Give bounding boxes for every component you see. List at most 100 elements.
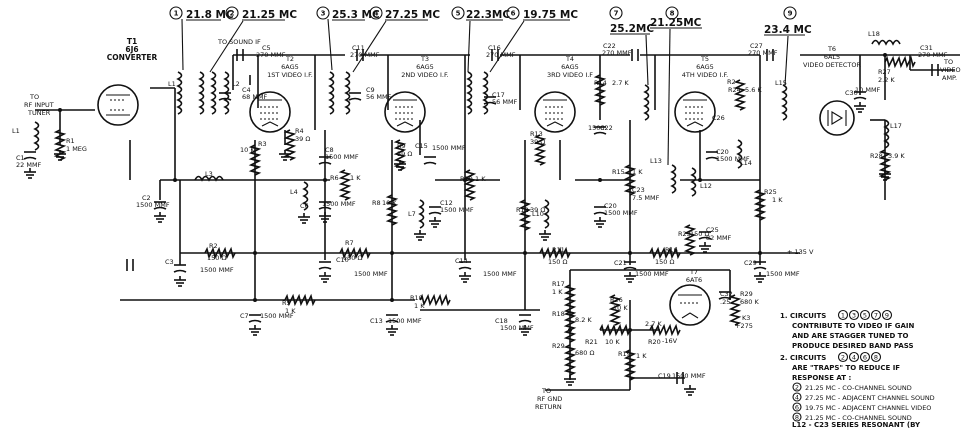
svg-text:21.25MC: 21.25MC	[650, 17, 702, 29]
svg-text:C3: C3	[165, 258, 174, 266]
svg-text:L4: L4	[290, 188, 298, 196]
svg-text:27.25 MC - ADJACENT CHANNEL SO: 27.25 MC - ADJACENT CHANNEL SOUND	[805, 394, 935, 402]
junction-dot	[173, 178, 177, 182]
svg-text:C17: C17	[492, 91, 505, 99]
cap-c17	[483, 96, 497, 105]
ground-r4	[279, 150, 291, 161]
svg-text:1500 MMF: 1500 MMF	[136, 201, 170, 209]
res-r3	[248, 144, 262, 176]
svg-text:C21: C21	[614, 259, 627, 267]
svg-text:C11: C11	[352, 44, 365, 52]
svg-text:C32: C32	[720, 290, 733, 298]
svg-text:1 K: 1 K	[350, 174, 361, 182]
svg-text:1 K: 1 K	[475, 175, 486, 183]
svg-text:4: 4	[852, 354, 856, 362]
svg-text:10 K: 10 K	[240, 146, 255, 154]
coil-l18	[871, 39, 901, 46]
res-r11	[539, 246, 571, 260]
cap-c8	[318, 156, 332, 165]
res-r16	[649, 246, 681, 260]
svg-text:L15: L15	[775, 79, 787, 87]
cap-c30	[853, 91, 867, 100]
res-r9	[393, 139, 407, 171]
res-r23	[683, 224, 697, 256]
svg-text:270 MMF: 270 MMF	[350, 51, 380, 59]
coils	[33, 39, 901, 229]
coil-l17	[883, 119, 890, 149]
cap-c22	[631, 49, 639, 61]
svg-text:C14: C14	[455, 257, 468, 265]
svg-text:6: 6	[795, 404, 799, 412]
component-labels: L1 C1 22 MMF R1 1 MEG L1 L2 C5 270 MMF C…	[12, 30, 948, 380]
svg-text:R17: R17	[552, 280, 565, 288]
svg-text:21.25 MC - CO-CHANNEL SOUND: 21.25 MC - CO-CHANNEL SOUND	[805, 414, 912, 422]
stage-titles: T1 6J6 CONVERTER T2 6AG5 1ST VIDEO I.F. …	[107, 37, 862, 284]
res-r13	[533, 134, 547, 166]
svg-text:8: 8	[670, 10, 675, 18]
svg-text:3: 3	[321, 10, 326, 18]
svg-text:5.6 K: 5.6 K	[745, 86, 762, 94]
svg-text:L13: L13	[650, 157, 662, 165]
svg-text:L1: L1	[168, 80, 176, 88]
svg-text:C18: C18	[495, 317, 508, 325]
svg-text:6AG5: 6AG5	[416, 63, 434, 71]
svg-text:C30: C30	[845, 89, 858, 97]
svg-text:R4: R4	[295, 127, 304, 135]
svg-text:23.4 MC: 23.4 MC	[764, 24, 812, 36]
svg-text:7.5 MMF: 7.5 MMF	[632, 194, 660, 202]
junction-dot	[698, 178, 702, 182]
svg-text:4: 4	[374, 10, 379, 18]
coil-l4	[302, 181, 309, 211]
res-r17	[563, 284, 577, 316]
svg-text:C12: C12	[440, 199, 453, 207]
res-r12	[518, 199, 532, 231]
svg-text:RESPONSE AT :: RESPONSE AT :	[792, 374, 851, 382]
svg-text:R15: R15	[612, 168, 625, 176]
svg-text:3RD VIDEO I.F: 3RD VIDEO I.F	[547, 71, 593, 79]
svg-text:19.75 MC: 19.75 MC	[523, 9, 578, 21]
junction-dot	[598, 178, 602, 182]
svg-text:7: 7	[614, 10, 619, 18]
cap-c29	[753, 261, 767, 270]
svg-text:6AL5: 6AL5	[824, 53, 840, 61]
cap-c12	[428, 206, 442, 215]
svg-text:150 Ω: 150 Ω	[343, 254, 362, 262]
svg-text:L10: L10	[532, 210, 544, 218]
tube-t7	[669, 284, 711, 326]
junction-dot	[628, 251, 632, 255]
svg-text:68 MMF: 68 MMF	[242, 93, 268, 101]
cap-c27	[766, 49, 774, 61]
svg-text:R6: R6	[330, 174, 339, 182]
res-r8	[385, 194, 399, 226]
res-r28	[878, 149, 892, 181]
svg-text:C7: C7	[240, 312, 249, 320]
svg-text:TUNER: TUNER	[27, 109, 51, 117]
svg-text:ARE "TRAPS" TO REDUCE IF: ARE "TRAPS" TO REDUCE IF	[792, 364, 900, 372]
freq-label-5: 5 22.3MC	[451, 6, 510, 73]
svg-text:6AG5: 6AG5	[281, 63, 299, 71]
svg-text:3: 3	[852, 312, 856, 320]
svg-text:39 Ω: 39 Ω	[530, 138, 545, 146]
svg-text:6J6: 6J6	[125, 45, 138, 54]
svg-text:22 MMF: 22 MMF	[16, 161, 42, 169]
ground-c29	[754, 272, 766, 283]
svg-text:10 K: 10 K	[605, 338, 620, 346]
res-r20	[649, 323, 681, 337]
svg-text:T4: T4	[565, 55, 574, 63]
svg-text:2: 2	[795, 384, 799, 392]
junction-dot	[758, 251, 762, 255]
svg-text:2.7 K: 2.7 K	[645, 320, 662, 328]
svg-text:L1: L1	[12, 127, 20, 135]
res-r27	[884, 55, 916, 69]
ground-c6	[319, 212, 331, 223]
note1-circles: 1 3 5 7 9	[837, 309, 893, 321]
svg-text:270 MMF: 270 MMF	[486, 51, 516, 59]
svg-text:1 K: 1 K	[772, 196, 783, 204]
svg-text:C22: C22	[600, 124, 613, 132]
freq-label-2: 2 21.25 MC	[209, 6, 297, 73]
cap-c1	[23, 151, 37, 160]
ground-c21	[624, 272, 636, 283]
cap-c10	[318, 261, 332, 270]
freq-label-4: 4 27.25 MC	[352, 6, 440, 73]
